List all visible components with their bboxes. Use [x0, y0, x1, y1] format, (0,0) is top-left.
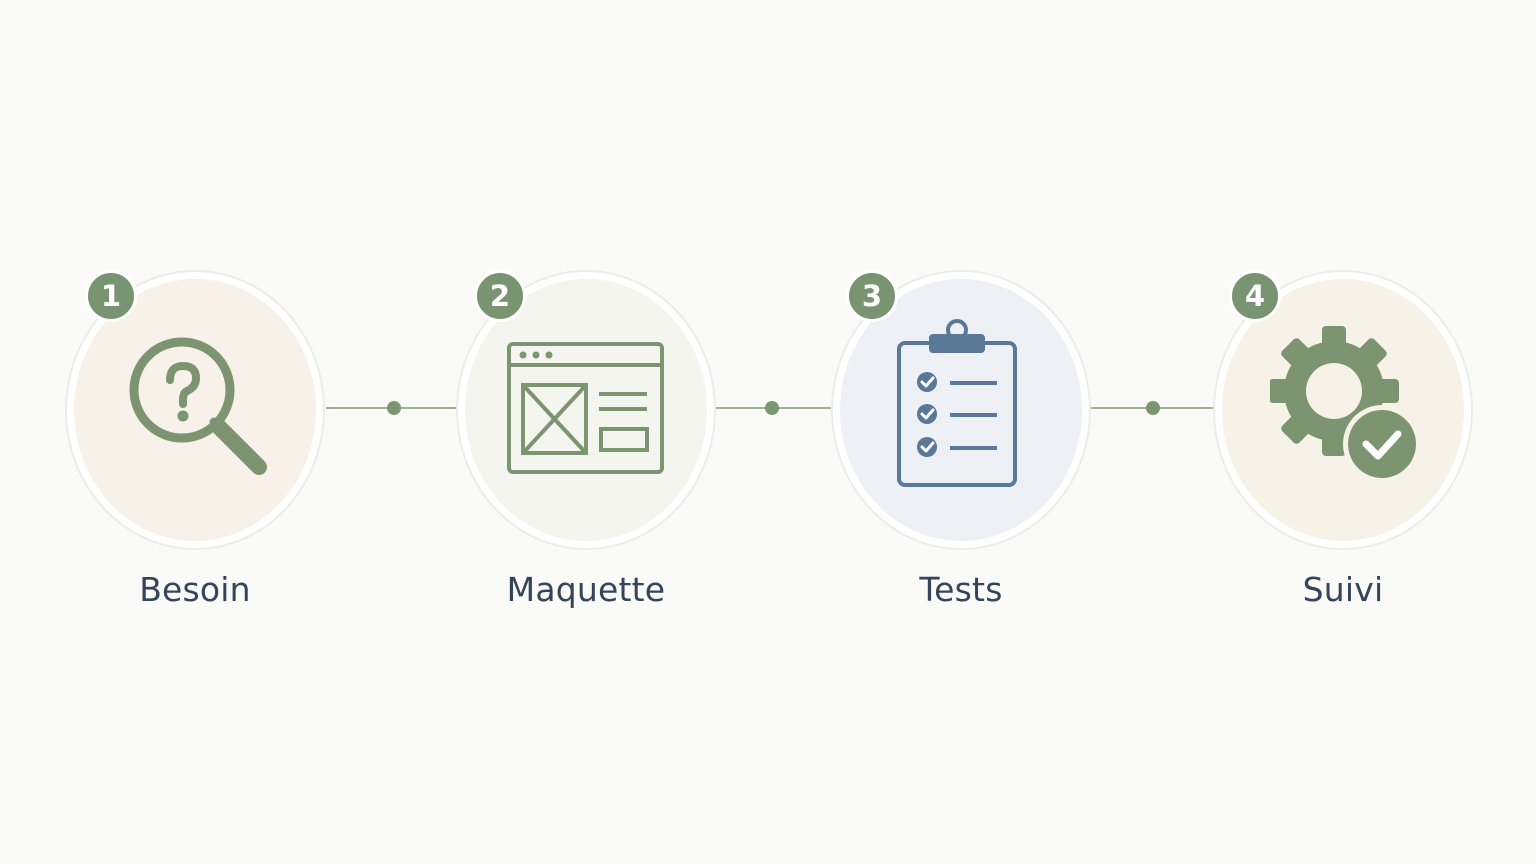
- step-1-label: Besoin: [139, 570, 251, 609]
- step-3-number-badge: 3: [846, 270, 898, 322]
- magnifier-question-icon: [129, 337, 267, 475]
- step-2-label: Maquette: [506, 570, 666, 609]
- step-1-fill: [74, 279, 316, 541]
- gear-check-icon: [1270, 326, 1421, 483]
- step-1-number-badge: 1: [85, 270, 137, 322]
- connector-dot-2-3: [765, 401, 779, 415]
- step-2-number-badge: 2: [474, 270, 526, 322]
- connector-dot-3-4: [1146, 401, 1160, 415]
- step-4-number-badge: 4: [1229, 270, 1281, 322]
- clipboard-checklist-icon: [897, 319, 1017, 487]
- connector-dot-1-2: [387, 401, 401, 415]
- step-3-label: Tests: [919, 570, 1003, 609]
- wireframe-window-icon: [507, 342, 664, 474]
- step-4-label: Suivi: [1302, 570, 1384, 609]
